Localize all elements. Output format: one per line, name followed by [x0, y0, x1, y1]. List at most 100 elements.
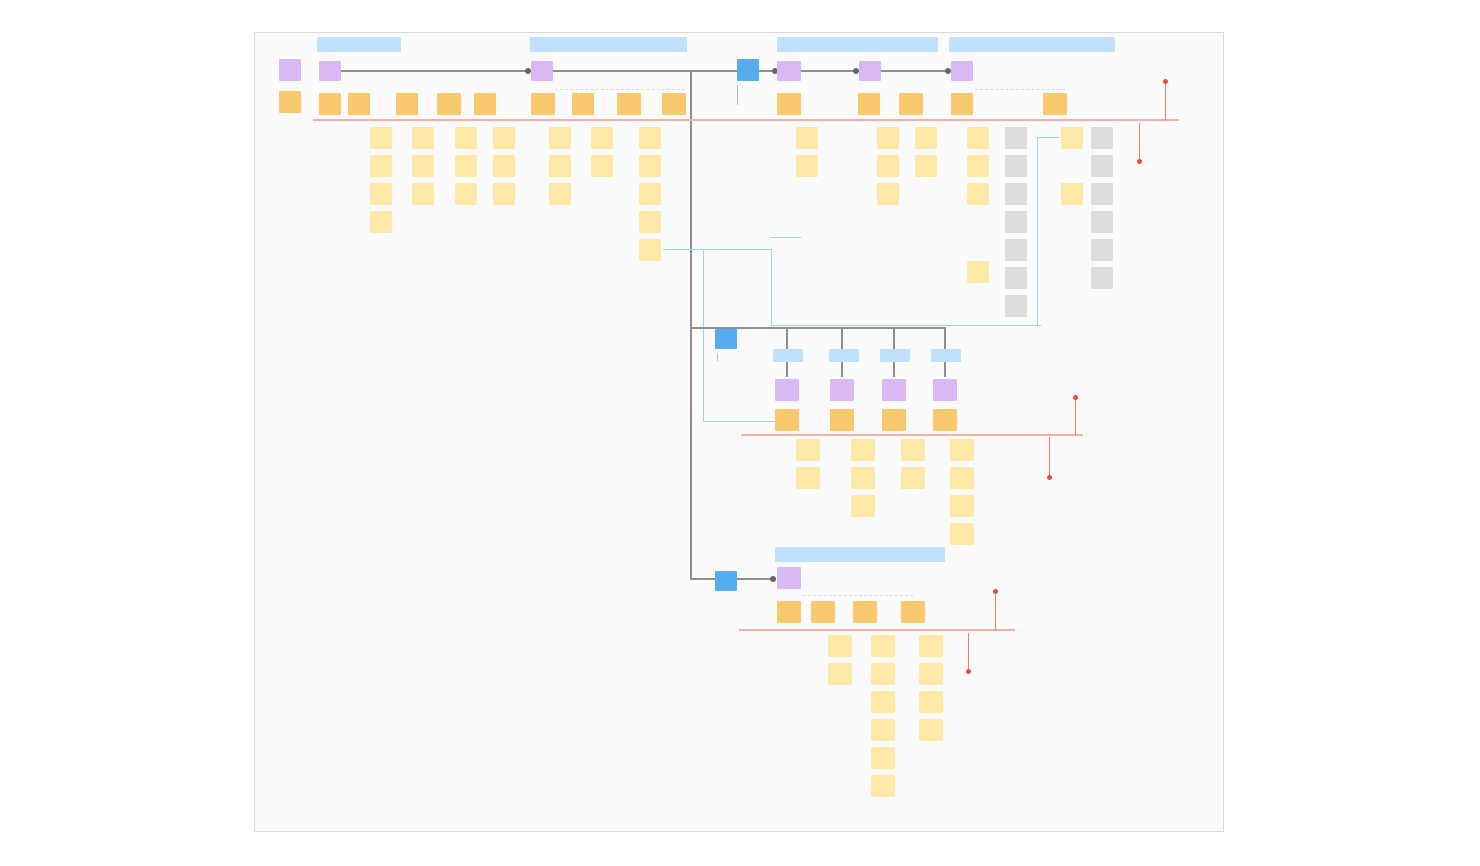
yellow-note[interactable]: [871, 747, 895, 769]
yellow-note[interactable]: [950, 495, 974, 517]
yellow-note[interactable]: [796, 127, 818, 149]
yellow-note[interactable]: [549, 155, 571, 177]
yellow-note[interactable]: [871, 635, 895, 657]
yellow-note[interactable]: [412, 155, 434, 177]
yellow-note[interactable]: [967, 127, 989, 149]
caption-chip[interactable]: [931, 349, 961, 362]
purple-note[interactable]: [951, 61, 973, 81]
yellow-note[interactable]: [796, 467, 820, 489]
yellow-note[interactable]: [370, 211, 392, 233]
orange-note[interactable]: [777, 93, 801, 115]
orange-note[interactable]: [662, 93, 686, 115]
grey-note[interactable]: [1005, 295, 1027, 317]
orange-note[interactable]: [437, 93, 461, 115]
yellow-note[interactable]: [796, 439, 820, 461]
caption-bar-lower[interactable]: [775, 547, 945, 562]
yellow-note[interactable]: [1061, 127, 1083, 149]
yellow-note[interactable]: [412, 127, 434, 149]
yellow-note[interactable]: [967, 155, 989, 177]
yellow-note[interactable]: [950, 523, 974, 545]
legend-purple-note[interactable]: [279, 59, 301, 81]
purple-note[interactable]: [777, 61, 801, 81]
caption-bar-1[interactable]: [317, 37, 401, 52]
orange-note[interactable]: [617, 93, 641, 115]
yellow-note[interactable]: [851, 495, 875, 517]
orange-note[interactable]: [853, 601, 877, 623]
orange-note[interactable]: [1043, 93, 1067, 115]
yellow-note[interactable]: [1061, 183, 1083, 205]
orange-note[interactable]: [951, 93, 973, 115]
grey-note[interactable]: [1091, 155, 1113, 177]
yellow-note[interactable]: [639, 127, 661, 149]
caption-chip[interactable]: [829, 349, 859, 362]
yellow-note[interactable]: [915, 127, 937, 149]
yellow-note[interactable]: [591, 155, 613, 177]
yellow-note[interactable]: [871, 691, 895, 713]
orange-note[interactable]: [396, 93, 418, 115]
orange-note[interactable]: [777, 601, 801, 623]
yellow-note[interactable]: [871, 719, 895, 741]
yellow-note[interactable]: [412, 183, 434, 205]
yellow-note[interactable]: [493, 183, 515, 205]
yellow-note[interactable]: [455, 155, 477, 177]
purple-note[interactable]: [319, 61, 341, 81]
orange-note[interactable]: [572, 93, 594, 115]
purple-note[interactable]: [933, 379, 957, 401]
yellow-note[interactable]: [370, 127, 392, 149]
grey-note[interactable]: [1005, 127, 1027, 149]
orange-note[interactable]: [348, 93, 370, 115]
yellow-note[interactable]: [877, 183, 899, 205]
yellow-note[interactable]: [639, 155, 661, 177]
caption-chip[interactable]: [773, 349, 803, 362]
orange-note[interactable]: [319, 93, 341, 115]
whiteboard-canvas[interactable]: [254, 32, 1224, 832]
grey-note[interactable]: [1005, 211, 1027, 233]
yellow-note[interactable]: [828, 663, 852, 685]
orange-note[interactable]: [899, 93, 923, 115]
grey-note[interactable]: [1091, 127, 1113, 149]
orange-note[interactable]: [858, 93, 880, 115]
yellow-note[interactable]: [370, 183, 392, 205]
orange-note[interactable]: [933, 409, 957, 431]
grey-note[interactable]: [1091, 267, 1113, 289]
purple-note[interactable]: [859, 61, 881, 81]
yellow-note[interactable]: [639, 183, 661, 205]
grey-note[interactable]: [1005, 155, 1027, 177]
orange-note[interactable]: [811, 601, 835, 623]
yellow-note[interactable]: [455, 183, 477, 205]
yellow-note[interactable]: [851, 467, 875, 489]
yellow-note[interactable]: [915, 155, 937, 177]
yellow-note[interactable]: [877, 127, 899, 149]
yellow-note[interactable]: [549, 127, 571, 149]
yellow-note[interactable]: [493, 127, 515, 149]
purple-note[interactable]: [775, 379, 799, 401]
yellow-note[interactable]: [455, 127, 477, 149]
yellow-note[interactable]: [950, 467, 974, 489]
orange-note[interactable]: [882, 409, 906, 431]
yellow-note[interactable]: [919, 663, 943, 685]
blue-node[interactable]: [737, 59, 759, 81]
grey-note[interactable]: [1091, 183, 1113, 205]
grey-note[interactable]: [1005, 183, 1027, 205]
yellow-note[interactable]: [549, 183, 571, 205]
blue-node[interactable]: [715, 571, 737, 591]
yellow-note[interactable]: [901, 467, 925, 489]
yellow-note[interactable]: [871, 663, 895, 685]
grey-note[interactable]: [1091, 239, 1113, 261]
yellow-note[interactable]: [591, 127, 613, 149]
yellow-note[interactable]: [919, 635, 943, 657]
caption-chip[interactable]: [880, 349, 910, 362]
grey-note[interactable]: [1005, 267, 1027, 289]
yellow-note[interactable]: [370, 155, 392, 177]
purple-note[interactable]: [531, 61, 553, 81]
orange-note[interactable]: [901, 601, 925, 623]
yellow-note[interactable]: [828, 635, 852, 657]
orange-note[interactable]: [474, 93, 496, 115]
caption-bar-2[interactable]: [530, 37, 687, 52]
grey-note[interactable]: [1091, 211, 1113, 233]
yellow-note[interactable]: [950, 439, 974, 461]
orange-note[interactable]: [531, 93, 555, 115]
purple-note[interactable]: [777, 567, 801, 589]
legend-orange-note[interactable]: [279, 91, 301, 113]
orange-note[interactable]: [775, 409, 799, 431]
